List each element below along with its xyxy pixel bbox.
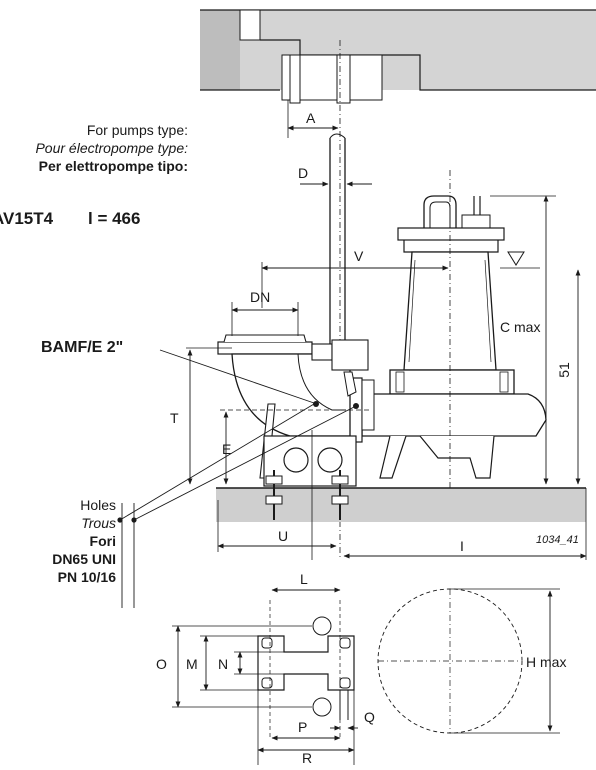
label-e: E (222, 441, 232, 457)
bamf-label: BAMF/E 2" (41, 339, 124, 356)
header-line-fr: Pour électropompe type: (35, 140, 188, 156)
label-d: D (298, 165, 309, 181)
label-a: A (306, 110, 316, 126)
label-dn: DN (250, 289, 271, 305)
label-r: R (302, 750, 313, 766)
guide-pipe (329, 133, 346, 378)
label-u: U (278, 528, 289, 544)
floor (216, 487, 586, 522)
dim-a (287, 100, 339, 138)
header-line-it: Per elettropompe tipo: (38, 158, 188, 174)
drawing-code: 1034_41 (536, 534, 579, 546)
holes-fr: Trous (81, 515, 116, 531)
pump-model: AV15T4 (0, 209, 54, 228)
label-i: I (460, 538, 464, 554)
holes-spec1: DN65 UNI (52, 551, 116, 567)
label-c-max: C max (500, 319, 541, 335)
duckfoot-bend (217, 334, 369, 487)
holes-spec2: PN 10/16 (57, 569, 116, 585)
label-n: N (218, 656, 229, 672)
water-level-symbol (500, 251, 540, 269)
label-v: V (354, 248, 364, 264)
holes-it: Fori (89, 533, 116, 549)
holes-leaders (117, 403, 357, 608)
anchor-bolts (265, 470, 349, 520)
label-m: M (186, 656, 198, 672)
label-p: P (298, 719, 308, 735)
l-value: l = 466 (88, 209, 141, 228)
label-51: 51 (555, 362, 572, 378)
holes-en: Holes (80, 497, 116, 513)
ceiling-slab (200, 9, 596, 104)
label-l: L (300, 571, 308, 587)
plan-view (257, 588, 523, 740)
label-h-max: H max (526, 654, 567, 670)
bamf-leader (159, 349, 315, 404)
label-t: T (170, 410, 179, 426)
header-line-en: For pumps type: (86, 122, 188, 138)
label-q: Q (364, 709, 375, 725)
label-o: O (156, 656, 167, 672)
pump-body (347, 170, 547, 488)
